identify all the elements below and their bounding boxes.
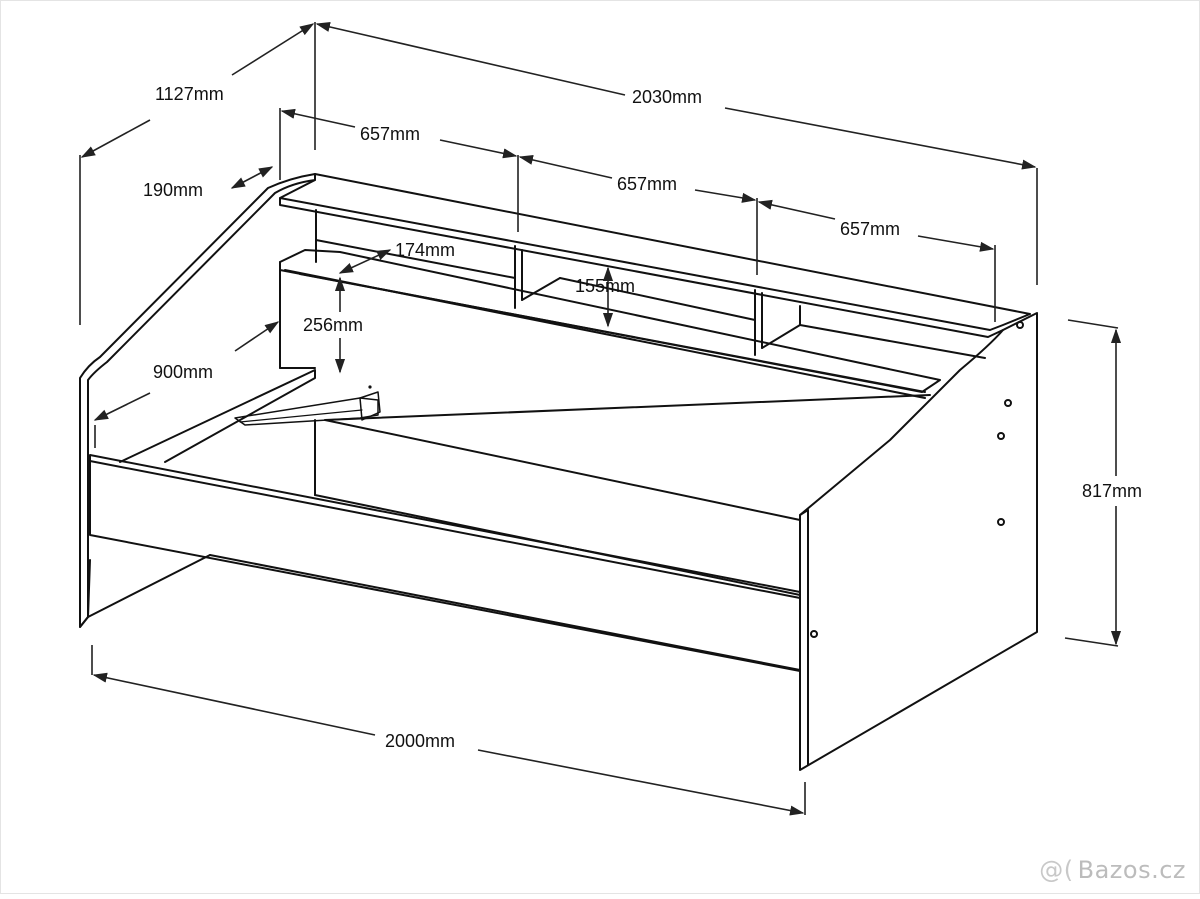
dim-line-900-a bbox=[93, 392, 151, 421]
mattress-base-left bbox=[119, 369, 316, 463]
inner-frame-top bbox=[324, 394, 931, 421]
extension-lines bbox=[79, 22, 1119, 815]
dim-line-657-2b bbox=[694, 189, 757, 203]
hole-1 bbox=[1004, 399, 1012, 407]
label-shelf-depth-190: 190mm bbox=[143, 180, 203, 200]
label-headboard-256: 256mm bbox=[303, 315, 363, 335]
watermark-logo-icon: @( bbox=[1039, 856, 1074, 884]
dim-line-1127-b bbox=[231, 23, 315, 76]
hole-3 bbox=[997, 518, 1005, 526]
right-panel-front-edge bbox=[799, 509, 809, 516]
hole-4 bbox=[810, 630, 818, 638]
ext-817-top bbox=[1067, 319, 1119, 329]
inner-frame-floor bbox=[314, 494, 801, 596]
dim-line-657-3a bbox=[757, 199, 836, 220]
dim-line-2030-b bbox=[724, 107, 1037, 170]
bracket-screw bbox=[368, 385, 372, 389]
base-floor-line bbox=[209, 554, 801, 671]
label-depth-1127: 1127mm bbox=[155, 84, 224, 104]
watermark: @(Bazos.cz bbox=[1039, 856, 1186, 884]
inner-frame-top-2 bbox=[324, 419, 801, 521]
label-length-2030: 2030mm bbox=[632, 87, 702, 107]
support-bracket-plate bbox=[359, 391, 381, 421]
front-rail bbox=[89, 454, 801, 672]
dim-line-657-3b bbox=[917, 235, 995, 252]
dim-line-2000-b bbox=[477, 749, 805, 816]
lower-shelf bbox=[279, 249, 941, 393]
label-compartment-155: 155mm bbox=[575, 276, 635, 296]
label-shelf-height-174: 174mm bbox=[395, 240, 455, 260]
dimension-lines bbox=[80, 21, 1122, 816]
label-shelf-657-left: 657mm bbox=[360, 124, 420, 144]
left-side-panel bbox=[79, 173, 316, 628]
hole-5 bbox=[1016, 321, 1024, 329]
front-rail-top-edge bbox=[89, 460, 801, 599]
top-shelf bbox=[279, 173, 1031, 338]
top-shelf-edge bbox=[279, 179, 316, 199]
base-floor-left bbox=[87, 554, 211, 618]
shelf-inner-line-5 bbox=[799, 324, 986, 359]
dim-line-657-1a bbox=[280, 108, 356, 128]
dim-line-2000-a bbox=[92, 672, 376, 736]
watermark-text: Bazos.cz bbox=[1077, 856, 1186, 884]
dim-line-900-b bbox=[234, 321, 280, 352]
label-mattress-length-2000: 2000mm bbox=[385, 731, 455, 751]
dim-line-657-1b bbox=[439, 139, 518, 159]
label-mattress-width-900: 900mm bbox=[153, 362, 213, 382]
label-height-817: 817mm bbox=[1082, 481, 1142, 501]
dim-line-1127-a bbox=[80, 119, 151, 158]
shelf-inner-line-4 bbox=[761, 324, 801, 349]
dim-line-2030-a bbox=[315, 21, 626, 96]
right-side-panel bbox=[799, 312, 1038, 771]
shelf-inner-line-1 bbox=[315, 239, 516, 279]
label-shelf-657-right: 657mm bbox=[840, 219, 900, 239]
ext-817-bottom bbox=[1064, 637, 1119, 647]
bed-drawing bbox=[79, 173, 1038, 771]
label-shelf-657-middle: 657mm bbox=[617, 174, 677, 194]
dim-line-174 bbox=[338, 249, 392, 274]
support-bracket-line bbox=[239, 409, 363, 423]
shelf-inner-line-2 bbox=[521, 277, 561, 301]
lower-shelf-line-2 bbox=[299, 273, 926, 393]
shelf-inner-line-3 bbox=[559, 277, 756, 321]
dim-line-657-2a bbox=[518, 154, 613, 179]
hole-2 bbox=[997, 432, 1005, 440]
dim-line-190 bbox=[230, 166, 274, 189]
dimension-labels: 1127mm 2030mm 657mm 657mm 657mm 190mm 17… bbox=[143, 84, 1142, 751]
